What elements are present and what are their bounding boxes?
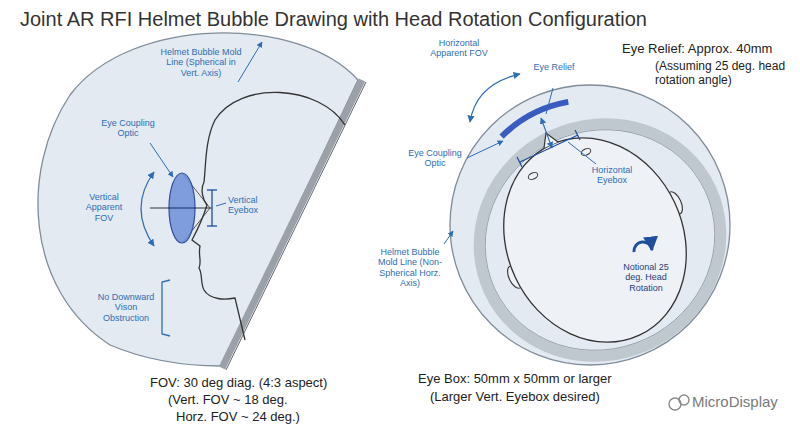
fov-arrow	[141, 172, 154, 246]
spec-note: (Assuming 25 deg. head rotation angle)	[655, 60, 795, 88]
leader-line	[444, 231, 453, 244]
callout-label: Eye Coupling Optic	[405, 148, 465, 169]
callout-label: Eye Coupling Optic	[98, 118, 158, 139]
leader-line	[546, 88, 553, 114]
helmet-bubble-side	[38, 33, 358, 366]
callout-label: Helmet Bubble Mold Line (Non-Spherical H…	[376, 247, 444, 288]
callout-label: Horizontal Eyebox	[588, 165, 636, 186]
callout-label: No Downward Vison Obstruction	[96, 292, 156, 323]
callout-label: Horizontal Apparent FOV	[426, 38, 492, 59]
leader-line	[238, 42, 262, 82]
leader-line	[568, 142, 596, 164]
visor-plate-edge	[226, 82, 366, 370]
optic-axis-front	[168, 208, 196, 209]
eye-relief-arrow	[541, 118, 552, 148]
callout-label: Vertical Apparent FOV	[78, 192, 130, 223]
rotation-arrow	[634, 242, 652, 252]
eye	[527, 171, 539, 181]
eye	[580, 147, 592, 157]
eyebox-bracket	[207, 190, 217, 226]
eye-coupling-optic-arc	[502, 102, 569, 137]
fov-arrow	[470, 74, 520, 122]
diagram-title: Joint AR RFI Helmet Bubble Drawing with …	[20, 8, 647, 31]
optical-axis	[150, 208, 212, 209]
callout-label: Notional 25 deg. Head Rotation	[615, 262, 677, 293]
head-profile	[192, 92, 345, 340]
callout-label: Vertical Eyebox	[228, 195, 274, 216]
rotated-helmet-ring	[441, 84, 759, 396]
leader-line	[150, 143, 173, 177]
visor-plate	[222, 80, 362, 368]
spec-note: (Larger Vert. Eyebox desired)	[430, 390, 600, 405]
spec-note: Eye Box: 50mm x 50mm or larger	[418, 372, 612, 387]
spec-note: (Vert. FOV ~ 18 deg.	[168, 393, 288, 408]
leader-line	[467, 141, 503, 158]
callout-label: Eye Relief	[532, 62, 576, 72]
spec-note: FOV: 30 deg diag. (4:3 aspect)	[150, 376, 327, 391]
watermark-icon	[669, 395, 689, 410]
watermark: MicroDisplay	[692, 393, 778, 410]
spec-note: Horz. FOV ~ 24 deg.)	[176, 410, 300, 425]
callout-label: Helmet Bubble Mold Line (Spherical in Ve…	[160, 47, 242, 78]
head-top	[471, 108, 719, 373]
eyebox-bracket	[517, 130, 580, 167]
spec-note: Eye Relief: Approx. 40mm	[622, 42, 772, 57]
bracket	[162, 280, 170, 336]
rotated-helmet-ring-edge	[449, 92, 751, 388]
leader-line	[216, 203, 226, 206]
eye-coupling-optic	[169, 173, 195, 243]
